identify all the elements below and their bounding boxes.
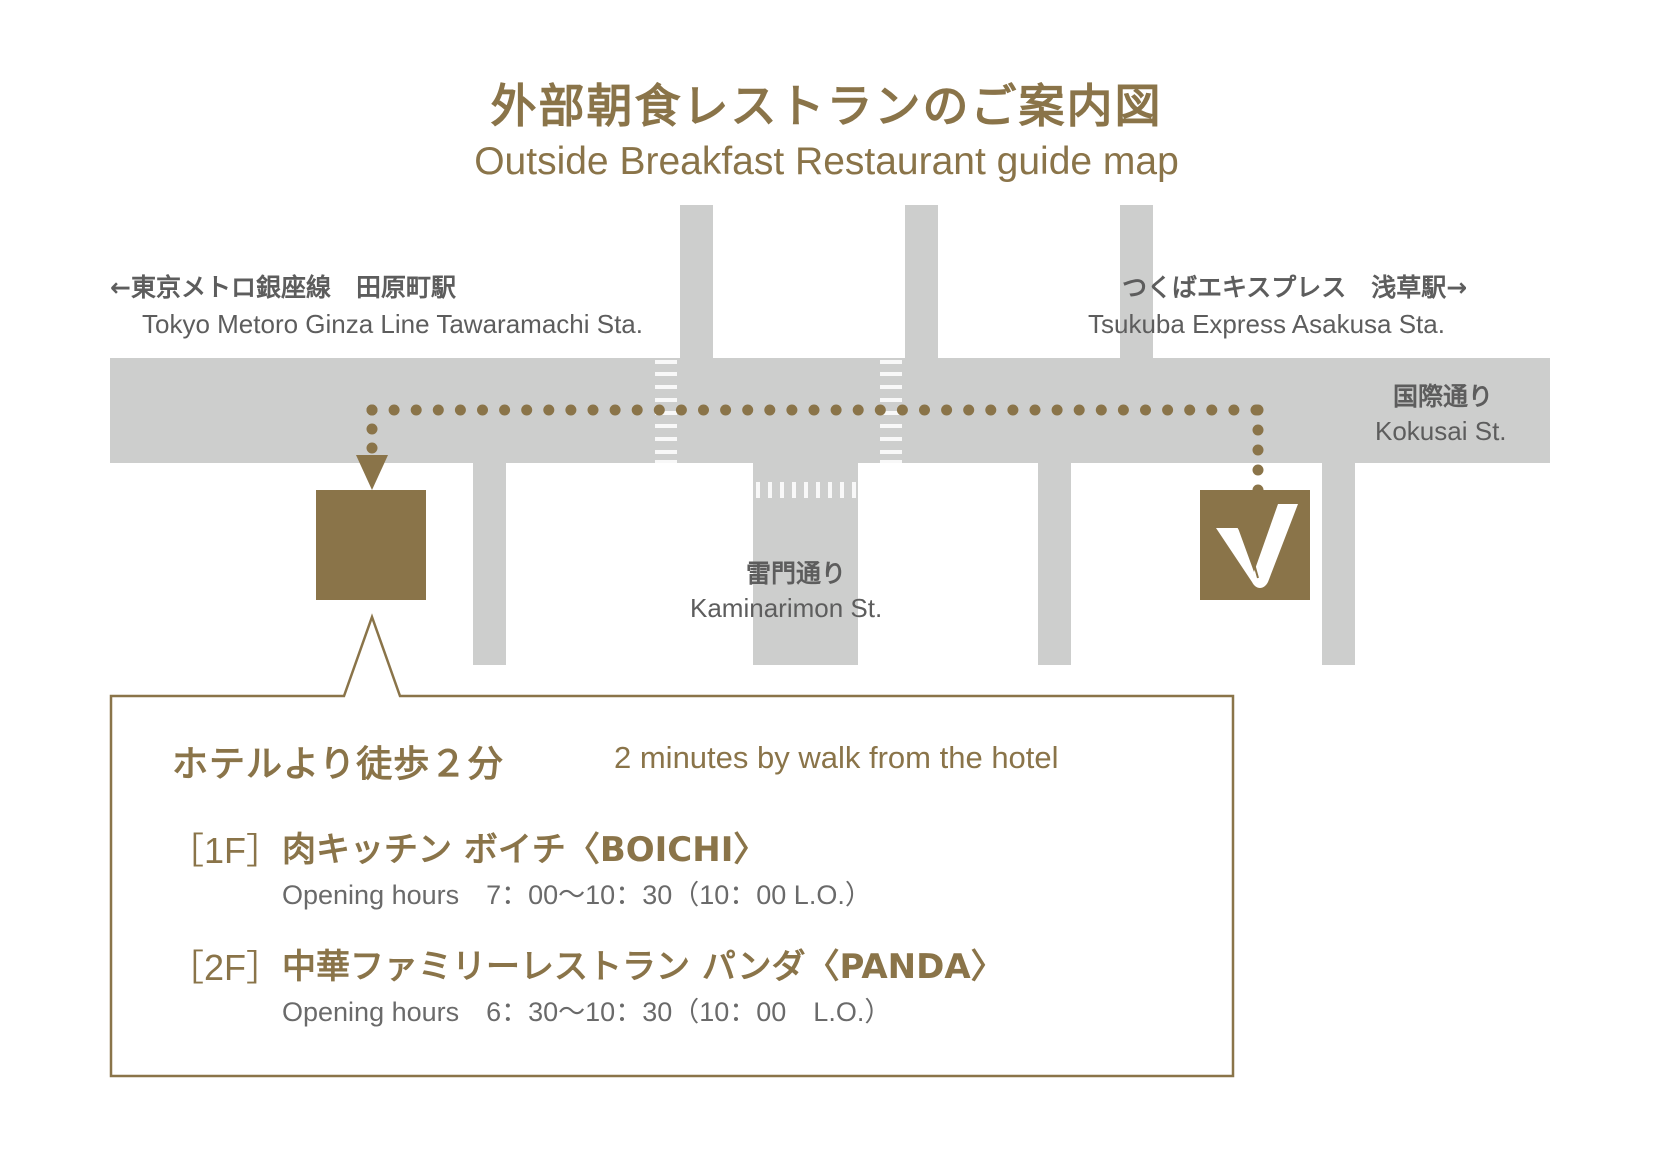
station-left-en: Tokyo Metoro Ginza Line Tawaramachi Sta. — [142, 309, 643, 339]
kokusai-street-label-en: Kokusai St. — [1375, 416, 1507, 446]
north-road-1 — [680, 205, 713, 360]
restaurant-name: 肉キッチン ボイチ〈BOICHI〉 — [282, 830, 768, 870]
kaminarimon-street-label-ja: 雷門通り — [746, 559, 847, 588]
map-title-ja: 外部朝食レストランのご案内図 — [490, 79, 1163, 133]
station-right-en: Tsukuba Express Asakusa Sta. — [1088, 309, 1445, 339]
kokusai-street-label-ja: 国際通り — [1393, 382, 1494, 411]
hotel-marker — [1200, 490, 1310, 600]
restaurant-name: 中華ファミリーレストラン パンダ〈PANDA〉 — [282, 947, 1005, 987]
north-road-2 — [905, 205, 938, 360]
opening-hours: Opening hours 7：00〜10：30（10：00 L.O.） — [282, 880, 872, 910]
hotel-logo-icon — [1216, 504, 1298, 588]
kaminarimon-street-label-en: Kaminarimon St. — [690, 593, 883, 623]
station-right-ja: つくばエキスプレス 浅草駅→ — [1122, 273, 1468, 302]
floor-label: ［1F］ — [168, 830, 283, 871]
north-road-3 — [1120, 205, 1153, 360]
floor-label: ［2F］ — [168, 947, 283, 988]
station-left-ja: ←東京メトロ銀座線 田原町駅 — [110, 273, 456, 302]
map-title-en: Outside Breakfast Restaurant guide map — [474, 140, 1179, 183]
walk-time-en: 2 minutes by walk from the hotel — [614, 740, 1059, 775]
restaurant-building-marker — [316, 490, 426, 600]
south-road-3 — [1038, 460, 1071, 665]
kokusai-street-road — [110, 358, 1550, 463]
south-road-1 — [473, 460, 506, 665]
arrow-down-icon — [356, 455, 388, 490]
south-road-4 — [1322, 460, 1355, 665]
walk-time-ja: ホテルより徒歩２分 — [172, 744, 505, 785]
opening-hours: Opening hours 6：30〜10：30（10：00 L.O.） — [282, 997, 892, 1027]
